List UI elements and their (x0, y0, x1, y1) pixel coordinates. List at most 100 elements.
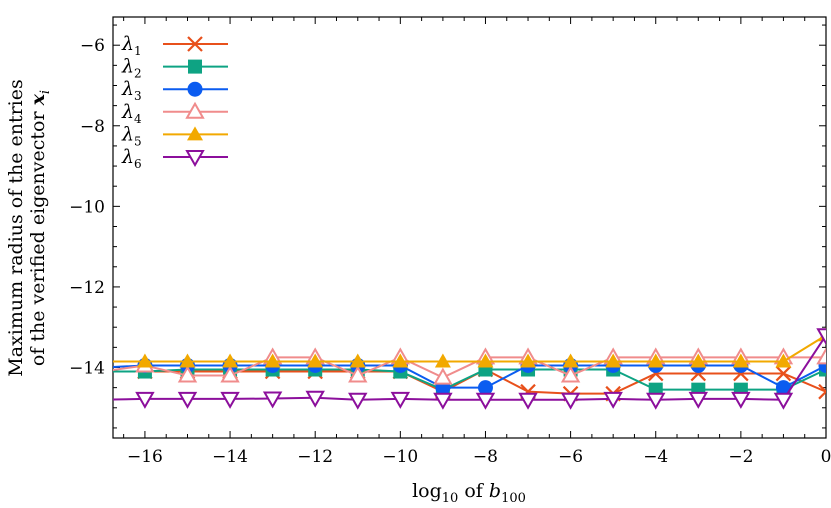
data-point (390, 391, 411, 409)
x-axis-title-prefix-sub: 10 (442, 491, 459, 506)
series-5 (113, 327, 826, 368)
data-point (307, 353, 324, 368)
data-point (348, 392, 368, 410)
legend-label: λ1 (121, 33, 142, 58)
legend-marker (187, 81, 203, 97)
y-tick-label: −10 (69, 197, 105, 217)
data-point (646, 392, 666, 410)
series-line (113, 334, 826, 363)
data-point (434, 353, 451, 368)
data-point (773, 392, 794, 410)
x-tick-label: −16 (127, 447, 163, 467)
data-point (732, 353, 749, 368)
data-point (349, 353, 366, 368)
data-point (560, 365, 581, 383)
y-tick-label: −6 (80, 36, 105, 56)
data-point (305, 390, 325, 408)
data-point (560, 392, 581, 410)
data-point (775, 380, 791, 396)
data-point (731, 391, 751, 409)
data-point (220, 391, 240, 409)
legend-marker (188, 59, 202, 74)
data-point (222, 353, 239, 368)
legend-item: λ3 (121, 78, 228, 103)
data-point (688, 391, 709, 409)
data-point (477, 353, 494, 368)
x-axis-title-var-sub: 100 (501, 491, 526, 506)
axis-ticks (113, 17, 827, 438)
x-tick-label: −6 (558, 447, 583, 467)
y-tick-label: −8 (80, 117, 105, 137)
series-6 (94, 328, 826, 410)
x-tick-label: −10 (382, 447, 418, 467)
data-point (136, 353, 153, 368)
data-point (475, 392, 496, 410)
series-line (113, 368, 826, 391)
y-axis-title-symbol: x (27, 93, 49, 106)
x-tick-label: −4 (643, 447, 668, 467)
y-axis-title-line1: Maximum radius of the entries (5, 79, 27, 377)
legend-marker (185, 101, 205, 119)
legend-item: λ5 (121, 123, 228, 148)
x-tick-label: −2 (728, 447, 753, 467)
data-point (94, 394, 110, 408)
data-point (775, 365, 792, 382)
legend-label: λ6 (121, 146, 142, 171)
data-point (177, 391, 198, 409)
data-point (603, 391, 623, 409)
data-point (816, 328, 826, 346)
data-point (477, 380, 493, 396)
data-point (348, 365, 368, 383)
data-point (647, 353, 664, 368)
legend-label: λ4 (121, 101, 142, 126)
x-axis-title-var: b (489, 480, 501, 502)
y-axis-title-symbol-sub: i (38, 90, 53, 94)
data-point (818, 383, 826, 400)
y-axis-title-line2-text: of the verified eigenvector (27, 111, 49, 367)
legend-marker (187, 36, 203, 52)
legend-item: λ4 (121, 101, 228, 126)
data-point (264, 353, 281, 368)
data-point (135, 391, 155, 409)
y-tick-label: −12 (69, 278, 105, 298)
y-tick-label: −14 (69, 358, 105, 378)
y-axis-title: Maximum radius of the entries of the ver… (5, 79, 53, 377)
data-point (262, 391, 283, 409)
legend-item: λ6 (121, 146, 228, 171)
data-point (816, 347, 826, 365)
x-tick-label: −8 (473, 447, 498, 467)
x-axis-title-prefix: log (412, 480, 442, 502)
data-point (433, 392, 453, 410)
legend-label: λ2 (121, 56, 142, 81)
legend-marker (187, 126, 203, 141)
legend-item: λ1 (121, 33, 228, 58)
data-point (775, 353, 792, 368)
data-point (179, 353, 196, 368)
y-axis-title-line2: of the verified eigenvector xi (27, 90, 53, 366)
data-point (520, 353, 537, 368)
data-point (177, 365, 198, 383)
data-point (518, 392, 538, 410)
x-tick-label: 0 (821, 447, 831, 467)
legend-label: λ3 (121, 78, 142, 103)
data-point (433, 367, 453, 385)
plot-frame (112, 16, 827, 439)
series-line (113, 334, 826, 401)
data-point (690, 353, 707, 368)
x-axis-title-mid: of (458, 480, 489, 502)
x-tick-label: −12 (297, 447, 333, 467)
legend-label: λ5 (121, 123, 142, 148)
legend-marker (185, 150, 205, 168)
data-point (562, 353, 579, 368)
series-line (113, 356, 826, 379)
data-point (605, 353, 622, 368)
series-4 (113, 347, 826, 385)
series-layer (94, 327, 826, 410)
axis-tick-labels: −16 −14 −12 −10 −8 −6 −4 −2 0 −6 −8 −10 −12 −14 (69, 36, 831, 467)
data-point (220, 365, 240, 383)
x-axis-title: log10 of b100 (412, 480, 526, 506)
x-tick-label: −14 (212, 447, 248, 467)
legend-item: λ2 (121, 56, 228, 81)
